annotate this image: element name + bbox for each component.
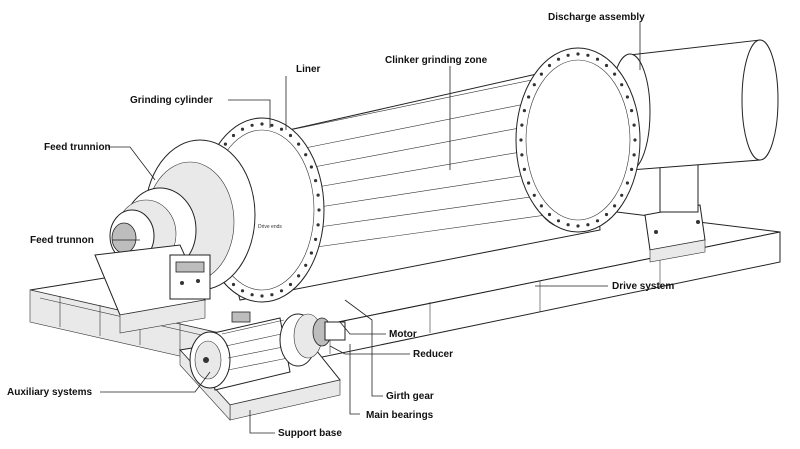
- flange-bolt: [630, 167, 634, 171]
- flange-bolt: [625, 95, 630, 99]
- flange-bolt: [566, 53, 570, 57]
- flange-bolt: [632, 123, 636, 127]
- label-reducer: Reducer: [413, 349, 453, 360]
- flange-bolt: [586, 223, 590, 227]
- leader-lines: [100, 22, 641, 434]
- drive-ends-mark: Drive ends: [258, 224, 282, 230]
- flange-bolt: [309, 251, 313, 255]
- flange-bolt: [279, 289, 284, 293]
- flange-bolt: [522, 167, 527, 171]
- flange-bolt: [625, 181, 630, 185]
- flange-bolt: [547, 212, 552, 217]
- flange-bolt: [547, 63, 552, 68]
- label-main-bearings: Main bearings: [366, 410, 434, 421]
- flange-bolt: [304, 153, 308, 157]
- flange-bolt: [304, 263, 308, 267]
- flange-bolt: [632, 153, 636, 157]
- flange-bolt: [297, 274, 301, 278]
- flange-bolt: [532, 193, 536, 197]
- label-feed-trunnion: Feed trunnion: [44, 142, 111, 153]
- flange-bolt: [231, 133, 236, 138]
- flange-bolt: [316, 193, 320, 197]
- label-feed-trunnon: Feed trunnon: [30, 235, 94, 246]
- label-liner: Liner: [296, 64, 321, 75]
- flange-bolt: [317, 208, 321, 212]
- label-clinker-grinding-zone: Clinker grinding zone: [385, 55, 488, 66]
- label-auxiliary-systems: Auxiliary systems: [7, 387, 92, 398]
- flange-bolt: [630, 109, 634, 113]
- flange-bolt: [595, 219, 600, 223]
- flange-bolt: [270, 123, 274, 127]
- flange-bolt: [539, 204, 544, 208]
- flange-bolt: [576, 224, 580, 228]
- flange-bolt: [314, 179, 318, 183]
- flange-bolt: [620, 193, 624, 197]
- flange-bolt: [250, 293, 254, 297]
- flange-bolt: [613, 72, 617, 76]
- flange-bolt: [231, 282, 236, 287]
- flange-bolt: [576, 52, 580, 56]
- flange-bolt: [595, 57, 600, 61]
- flange-bolt: [250, 123, 254, 127]
- flange-bolt: [260, 294, 264, 298]
- discharge-flange: [515, 47, 641, 233]
- flange-bolt: [279, 127, 284, 131]
- flange-bolt: [240, 127, 245, 131]
- label-girth-gear: Girth gear: [386, 391, 434, 402]
- flange-bolt: [314, 237, 318, 241]
- label-discharge-assembly: Discharge assembly: [548, 12, 645, 23]
- flange-bolt: [519, 138, 523, 142]
- label-grinding-cylinder: Grinding cylinder: [130, 95, 213, 106]
- flange-bolt: [613, 204, 617, 208]
- flange-bolt: [288, 133, 293, 138]
- flange-bolt: [520, 153, 524, 157]
- flange-bolt: [586, 53, 590, 57]
- reducer: [279, 313, 346, 367]
- flange-bolt: [297, 142, 301, 146]
- label-drive-system: Drive system: [612, 281, 674, 292]
- flange-bolt: [604, 212, 609, 217]
- flange-bolt: [288, 282, 293, 287]
- flange-bolt: [520, 123, 524, 127]
- feed-bearing-pedestal: [94, 244, 211, 334]
- flange-bolt: [532, 83, 536, 87]
- flange-bolt: [527, 181, 531, 185]
- flange-bolt: [240, 289, 245, 293]
- flange-bolt: [539, 72, 544, 76]
- labels: Discharge assembly Liner Clinker grindin…: [7, 12, 674, 439]
- label-support-base: Support base: [278, 428, 342, 439]
- flange-bolt: [260, 122, 264, 126]
- flange-bolt: [270, 293, 274, 297]
- flange-bolt: [522, 109, 527, 113]
- label-motor: Motor: [389, 329, 417, 340]
- flange-bolt: [604, 63, 609, 68]
- flange-bolt: [309, 165, 313, 169]
- flange-bolt: [527, 95, 531, 99]
- flange-bolt: [556, 219, 561, 223]
- motor: [189, 311, 291, 391]
- flange-bolt: [556, 57, 561, 61]
- flange-bolt: [566, 223, 570, 227]
- flange-bolt: [620, 83, 624, 87]
- flange-bolt: [633, 138, 637, 142]
- flange-bolt: [316, 223, 320, 227]
- flange-bolt: [223, 142, 227, 146]
